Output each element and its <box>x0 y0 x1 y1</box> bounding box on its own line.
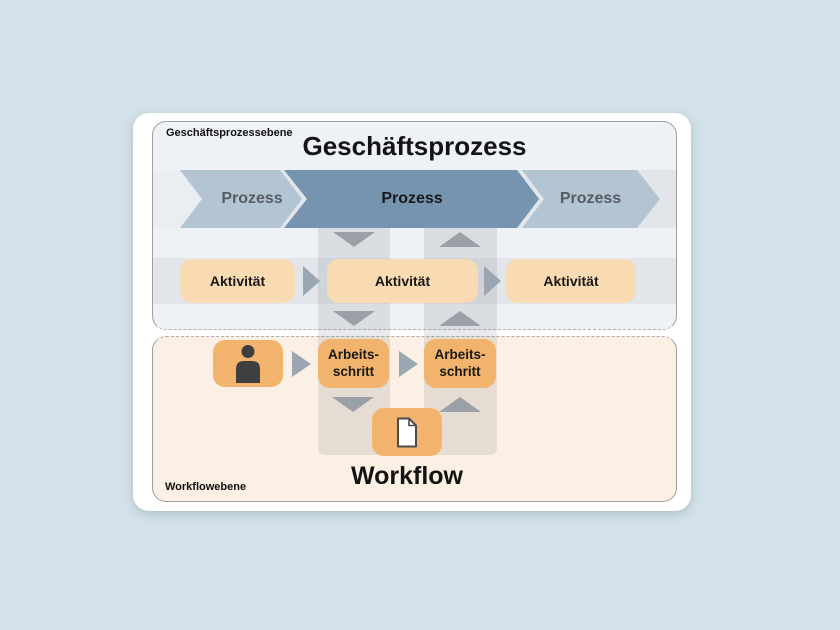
business-level-title: Geschäftsprozess <box>302 131 527 161</box>
process-arrow-3 <box>522 170 660 228</box>
workflow-level-title: Workflow <box>350 462 464 490</box>
flow-up-icon <box>439 232 481 247</box>
flow-down-icon <box>333 232 375 247</box>
process-arrow-1 <box>180 170 302 228</box>
activity-box: Aktivität <box>180 259 295 303</box>
workstep-label-line1: Arbeits- <box>434 346 486 362</box>
flow-up-icon <box>439 397 481 412</box>
flow-right-icon <box>399 351 418 377</box>
flow-down-icon <box>333 311 375 326</box>
process-chain-arrows <box>153 170 660 228</box>
artifact-box <box>372 408 442 456</box>
process-arrow-2-label: Prozess <box>381 190 443 207</box>
process-arrow-2-highlighted <box>284 170 539 228</box>
process-arrow-3-label: Prozess <box>559 190 622 207</box>
activity-box: Aktivität <box>327 259 478 303</box>
flow-right-icon <box>303 266 320 296</box>
workstep-box: Arbeits- schritt <box>318 339 389 388</box>
document-icon <box>397 417 417 447</box>
person-icon <box>236 344 260 383</box>
business-level-label: Geschäftsprozessebene <box>166 127 293 139</box>
activity-box: Aktivität <box>506 259 636 303</box>
workflow-level-label: Workflowebene <box>165 481 247 493</box>
process-arrow-1-label: Prozess <box>221 190 283 207</box>
workstep-box: Arbeits- schritt <box>424 339 496 388</box>
flow-up-icon <box>439 311 481 326</box>
workstep-label-line2: schritt <box>439 363 481 379</box>
flow-down-icon <box>332 397 374 412</box>
actor-box <box>213 340 283 387</box>
flow-right-icon <box>292 351 311 377</box>
flow-right-icon <box>484 266 501 296</box>
workstep-label-line2: schritt <box>332 363 375 379</box>
workstep-label-line1: Arbeits- <box>327 346 379 362</box>
